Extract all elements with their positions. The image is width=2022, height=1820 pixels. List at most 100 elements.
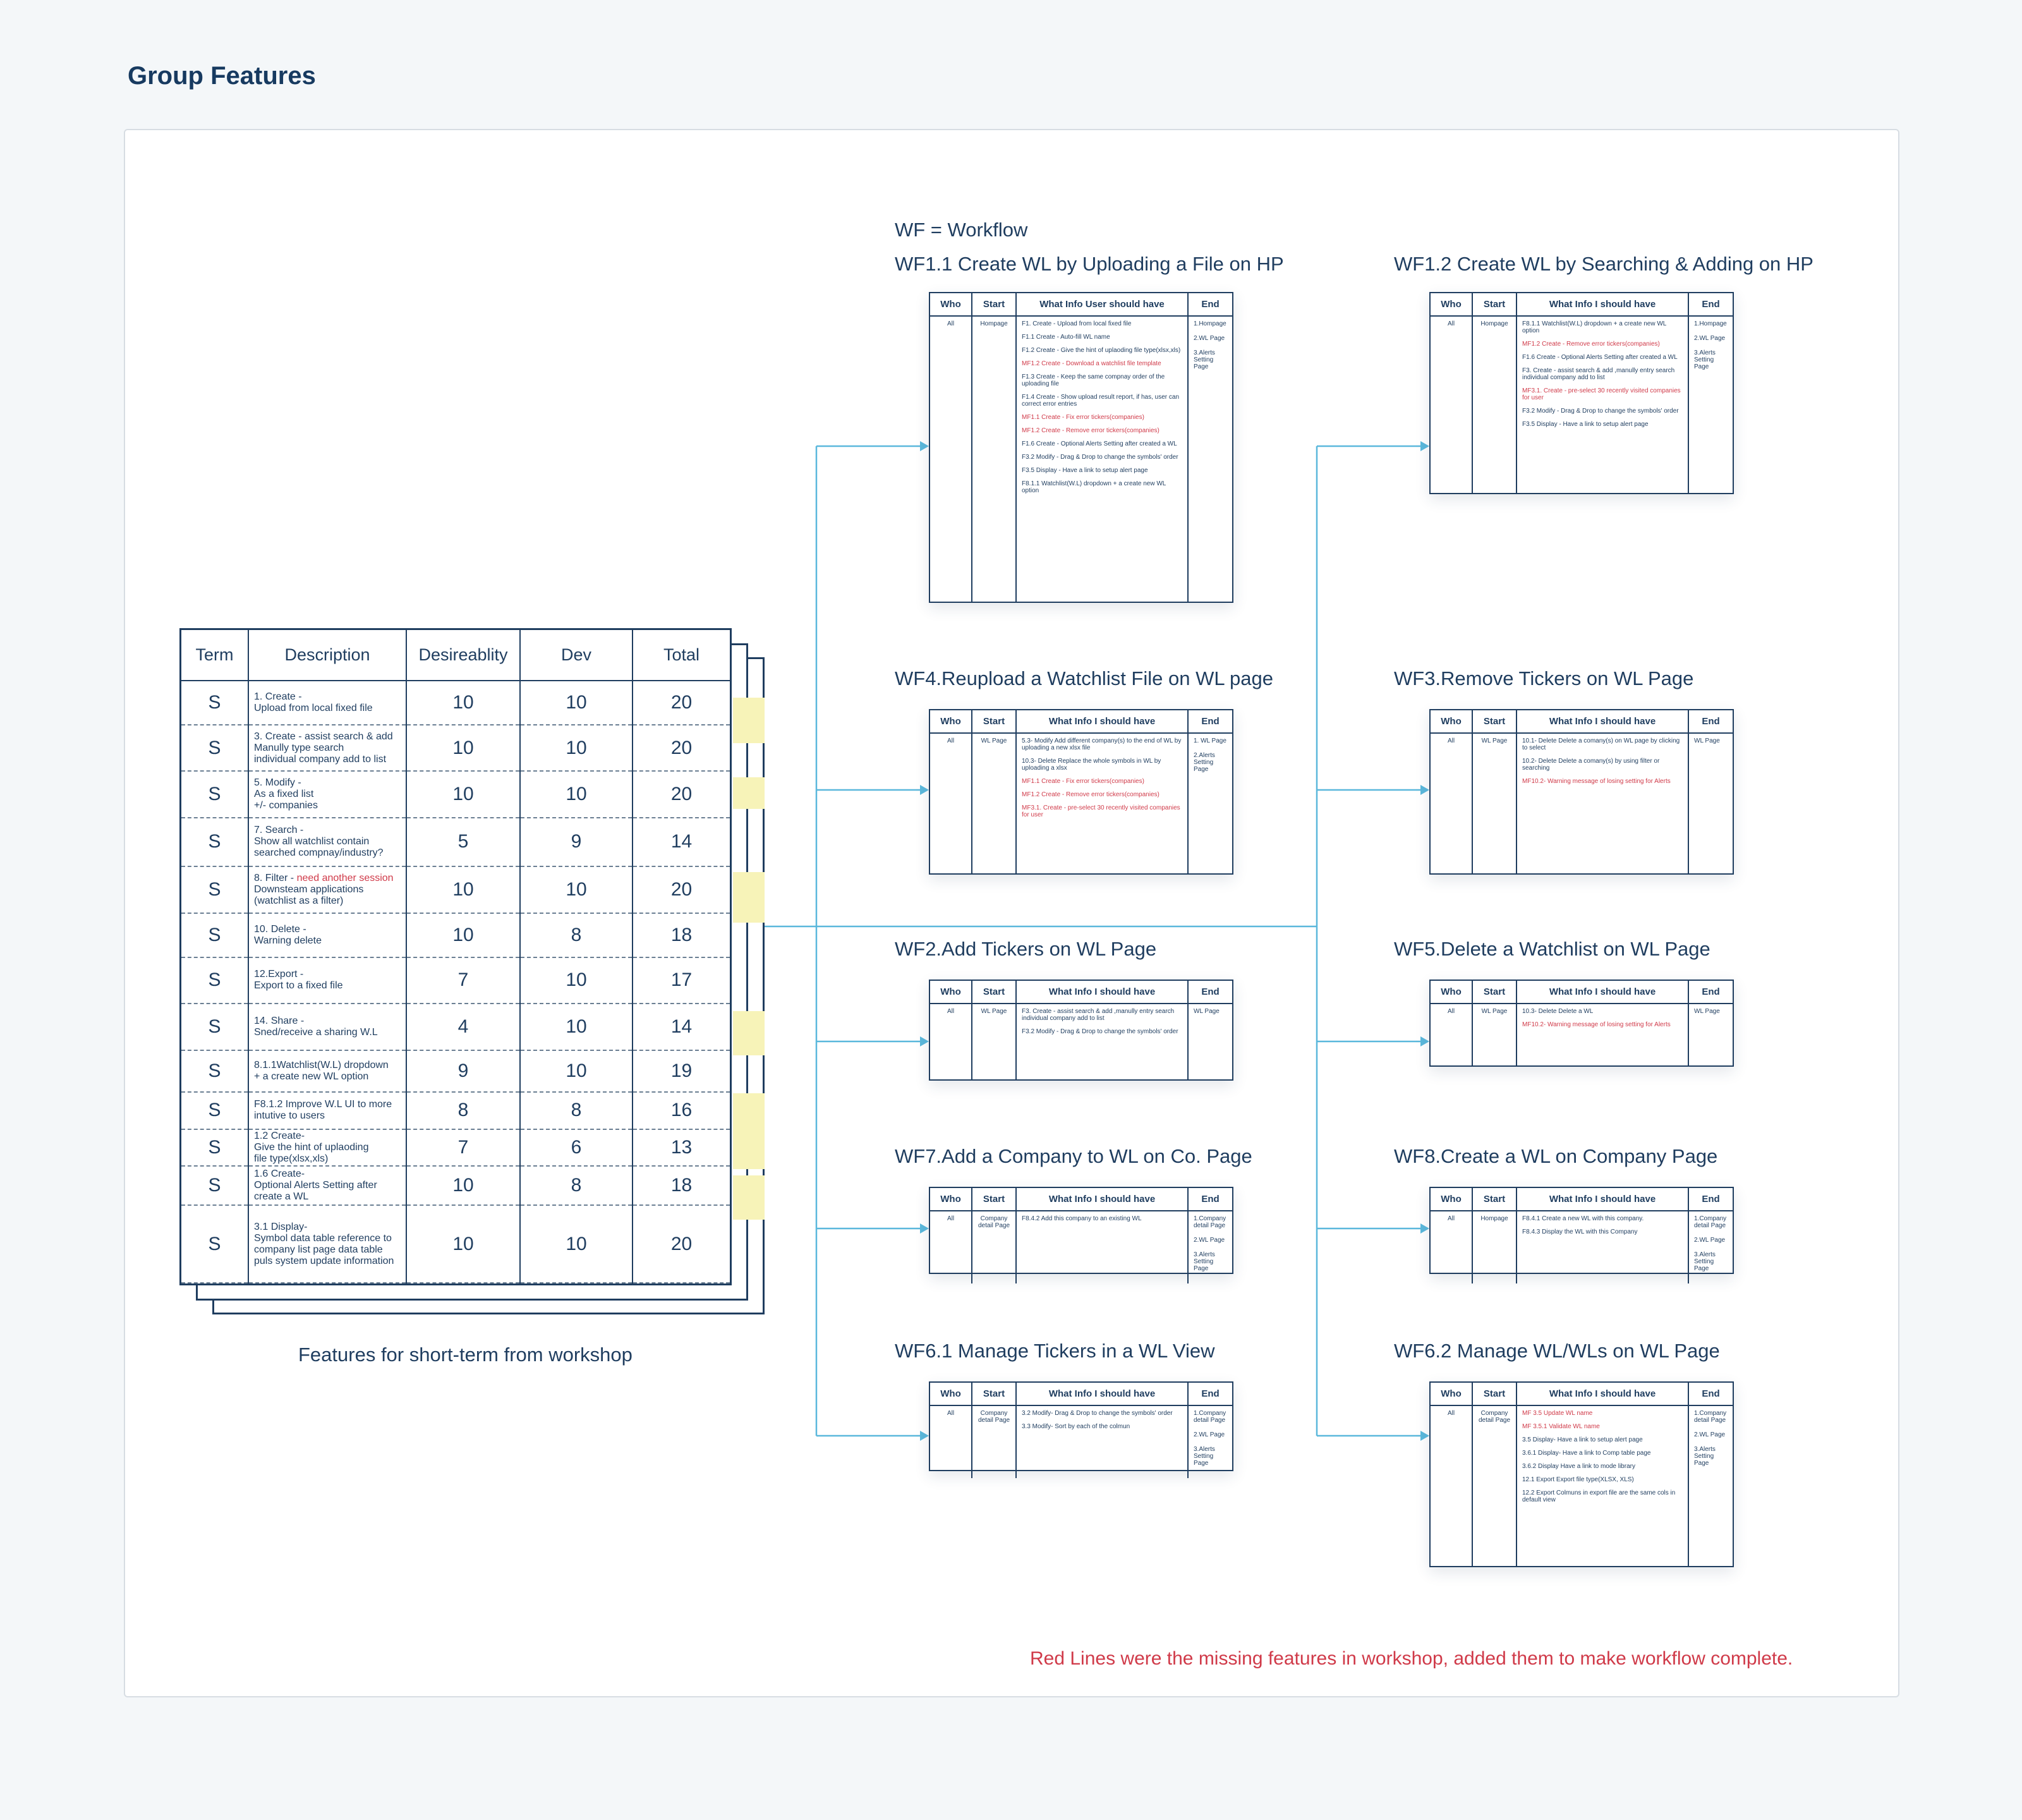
workflow-header-cell: Start	[1472, 1383, 1517, 1406]
description-line: Export to a fixed file	[254, 980, 343, 992]
workflow-title: WF3.Remove Tickers on WL Page	[1394, 667, 1694, 689]
total-cell: 19	[633, 1050, 730, 1093]
feature-item: 3.3 Modify- Sort by each of the colmun	[1022, 1423, 1130, 1430]
term-cell: S	[181, 1050, 249, 1093]
start-cell: WL Page	[1472, 1004, 1517, 1065]
desirability-cell: 10	[406, 725, 521, 772]
description-line: 8. Filter - need another session	[254, 872, 394, 883]
start-cell: WL Page	[972, 733, 1017, 873]
who-cell: All	[1431, 1405, 1473, 1566]
footer-note: Red Lines were the missing features in w…	[1030, 1648, 1793, 1669]
total-cell: 20	[633, 866, 730, 914]
dev-cell: 9	[520, 818, 633, 867]
description-line: searched compnay/industry?	[254, 847, 384, 859]
workflow-header-cell: What Info I should have	[1516, 293, 1689, 317]
feature-item: F3.2 Modify - Drag & Drop to change the …	[1522, 408, 1679, 415]
workflow-header-cell: Start	[1472, 981, 1517, 1004]
description-line: individual company add to list	[254, 753, 387, 765]
start-cell: Company detail Page	[972, 1405, 1017, 1478]
workflow-title: WF1.1 Create WL by Uploading a File on H…	[895, 253, 1284, 275]
col-dev: Dev	[520, 630, 633, 681]
feature-item: F3. Create - assist search & add ,manull…	[1522, 367, 1675, 381]
total-cell: 14	[633, 818, 730, 867]
description-line: 14. Share -	[254, 1015, 305, 1026]
who-cell: All	[930, 1211, 972, 1283]
feature-item: F3.2 Modify - Drag & Drop to change the …	[1022, 454, 1178, 461]
dev-cell: 10	[520, 1003, 633, 1051]
dev-cell: 6	[520, 1129, 633, 1167]
desirability-cell: 5	[406, 818, 521, 867]
workflow-header-cell: What Info User should have	[1016, 293, 1189, 317]
end-item: 1. WL Page	[1194, 737, 1226, 744]
total-cell: 18	[633, 1165, 730, 1206]
feature-item: F1. Create - Upload from local fixed fil…	[1022, 320, 1132, 327]
feature-item: F8.4.2 Add this company to an existing W…	[1022, 1215, 1142, 1222]
description-cell: 14. Share -Sned/receive a sharing W.L	[248, 1003, 407, 1051]
total-cell: 20	[633, 681, 730, 726]
term-cell: S	[181, 1092, 249, 1130]
who-cell: All	[930, 1405, 972, 1478]
description-line: 1.6 Create-	[254, 1168, 305, 1180]
description-line: 7. Search -	[254, 825, 304, 836]
end-item: 3.Alerts Setting Page	[1694, 349, 1716, 370]
description-line: create a WL	[254, 1191, 309, 1203]
workflow-header-cell: Who	[930, 1383, 972, 1406]
start-cell: WL Page	[972, 1004, 1017, 1079]
workflow-header-cell: End	[1688, 710, 1733, 734]
workflow-header-cell: Start	[972, 981, 1017, 1004]
who-cell: All	[930, 733, 972, 873]
feature-item: F3.5 Display - Have a link to setup aler…	[1522, 421, 1649, 428]
workflow-header-cell: Start	[1472, 293, 1517, 317]
missing-feature-item: MF1.1 Create - Fix error tickers(compani…	[1022, 778, 1144, 785]
description-line: 10. Delete -	[254, 924, 306, 935]
description-note: need another session	[296, 872, 394, 883]
who-cell: All	[1431, 733, 1473, 873]
end-cell: WL Page	[1688, 733, 1733, 873]
start-cell: Company detail Page	[1472, 1405, 1517, 1566]
workflow-header-cell: Start	[1472, 710, 1517, 734]
info-cell: F8.4.2 Add this company to an existing W…	[1016, 1211, 1189, 1283]
missing-feature-item: MF 3.5.1 Validate WL name	[1522, 1423, 1600, 1430]
total-cell: 18	[633, 913, 730, 959]
feature-item: F8.1.1 Watchlist(W.L) dropdown + a creat…	[1022, 480, 1166, 494]
total-cell: 13	[633, 1129, 730, 1167]
end-item: 2.WL Page	[1194, 1431, 1225, 1438]
workflow-title: WF7.Add a Company to WL on Co. Page	[895, 1145, 1252, 1167]
end-item: 3.Alerts Setting Page	[1194, 1251, 1215, 1272]
dev-cell: 10	[520, 957, 633, 1004]
end-item: 1.Hompage	[1694, 320, 1727, 327]
feature-item: 12.2 Export Colmuns in export file are t…	[1522, 1489, 1676, 1503]
end-item: WL Page	[1694, 1008, 1720, 1015]
highlight-marks	[733, 698, 765, 743]
desirability-cell: 9	[406, 1050, 521, 1093]
description-line: 3.1 Display-	[254, 1221, 308, 1232]
desirability-cell: 8	[406, 1092, 521, 1130]
term-cell: S	[181, 818, 249, 867]
workflow-title: WF2.Add Tickers on WL Page	[895, 938, 1157, 960]
missing-feature-item: MF3.1. Create - pre-select 30 recently v…	[1022, 804, 1180, 818]
end-item: 2.WL Page	[1194, 335, 1225, 342]
description-line: Sned/receive a sharing W.L	[254, 1026, 378, 1038]
